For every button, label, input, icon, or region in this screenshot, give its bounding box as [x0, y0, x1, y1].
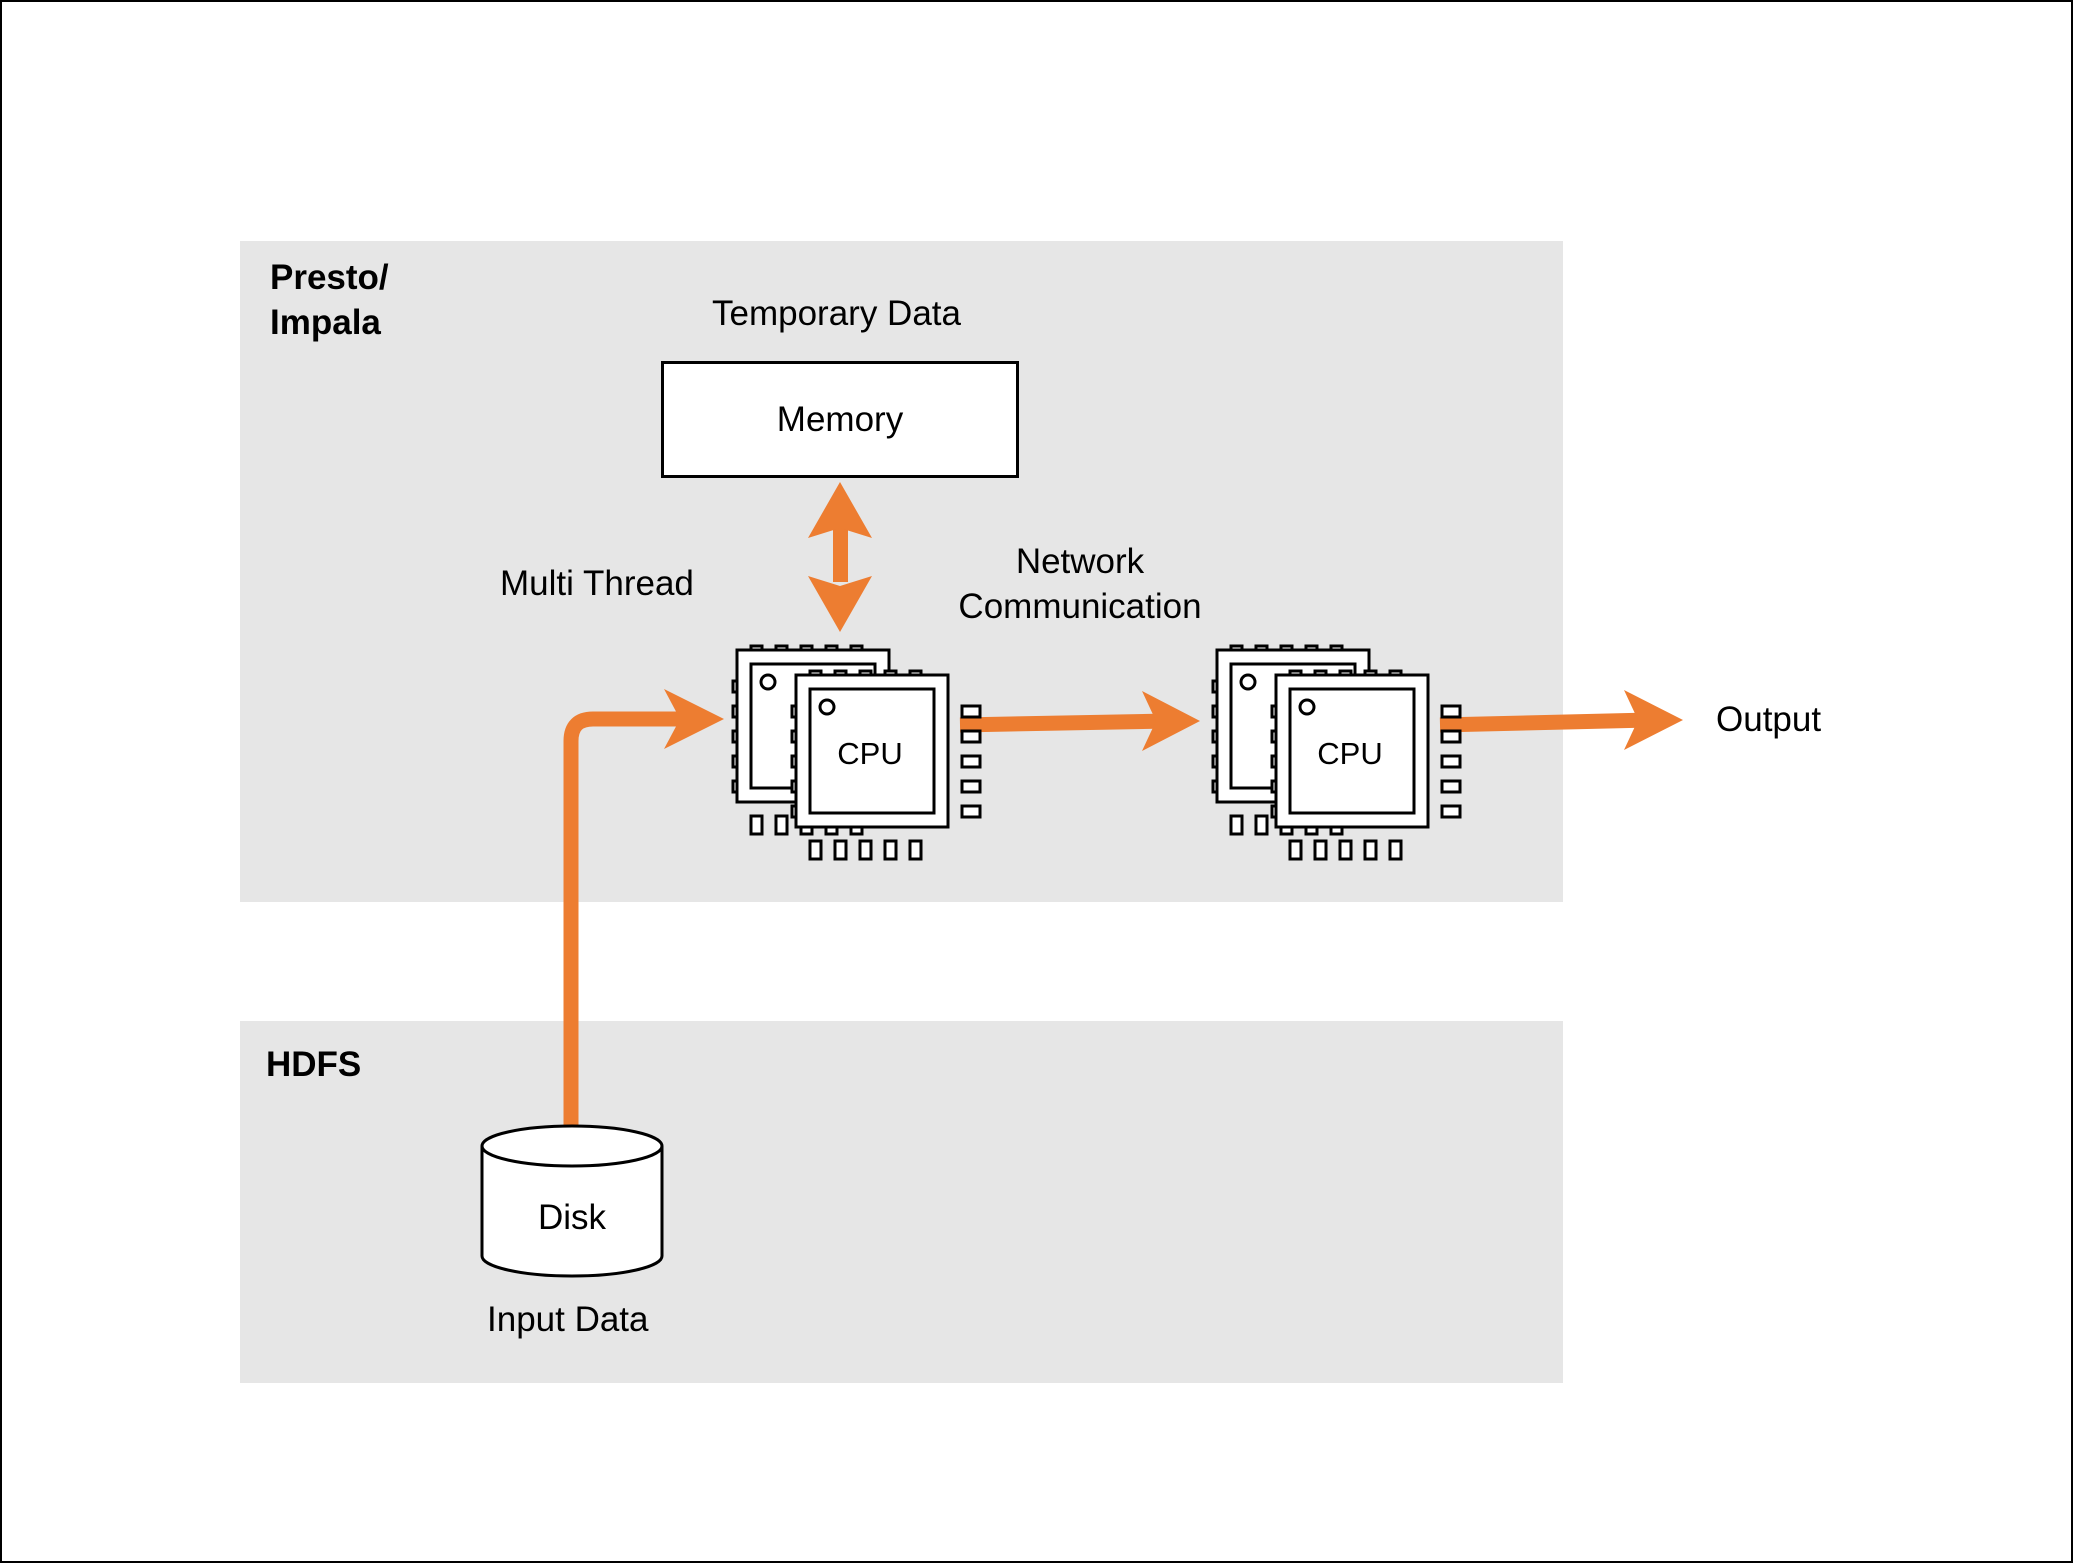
- memory-label: Memory: [776, 399, 904, 439]
- memory-cpu-double-arrow: [808, 482, 872, 632]
- temporary-data-label: Temporary Data: [712, 294, 961, 333]
- cpu2-label: CPU: [1317, 736, 1382, 771]
- hdfs-title: HDFS: [266, 1045, 362, 1084]
- memory-box: Memory: [661, 361, 1019, 478]
- cpu1-label: CPU: [837, 736, 902, 771]
- hdfs-panel: [240, 1021, 1563, 1383]
- presto-impala-title: Presto/ Impala: [270, 258, 389, 342]
- input-data-label: Input Data: [487, 1300, 649, 1339]
- disk-cylinder-icon: Disk: [480, 1124, 664, 1278]
- cpu-group-2: CPU: [1211, 644, 1462, 861]
- multi-thread-label: Multi Thread: [500, 564, 694, 603]
- output-flow-arrow: [1439, 690, 1683, 750]
- cpu-group-1: CPU: [731, 644, 982, 861]
- output-label: Output: [1716, 700, 1822, 739]
- disk-label: Disk: [538, 1198, 607, 1237]
- input-flow-arrow: [563, 689, 724, 1127]
- network-flow-arrow: [959, 691, 1200, 751]
- network-communication-label: Network Communication: [958, 542, 1202, 626]
